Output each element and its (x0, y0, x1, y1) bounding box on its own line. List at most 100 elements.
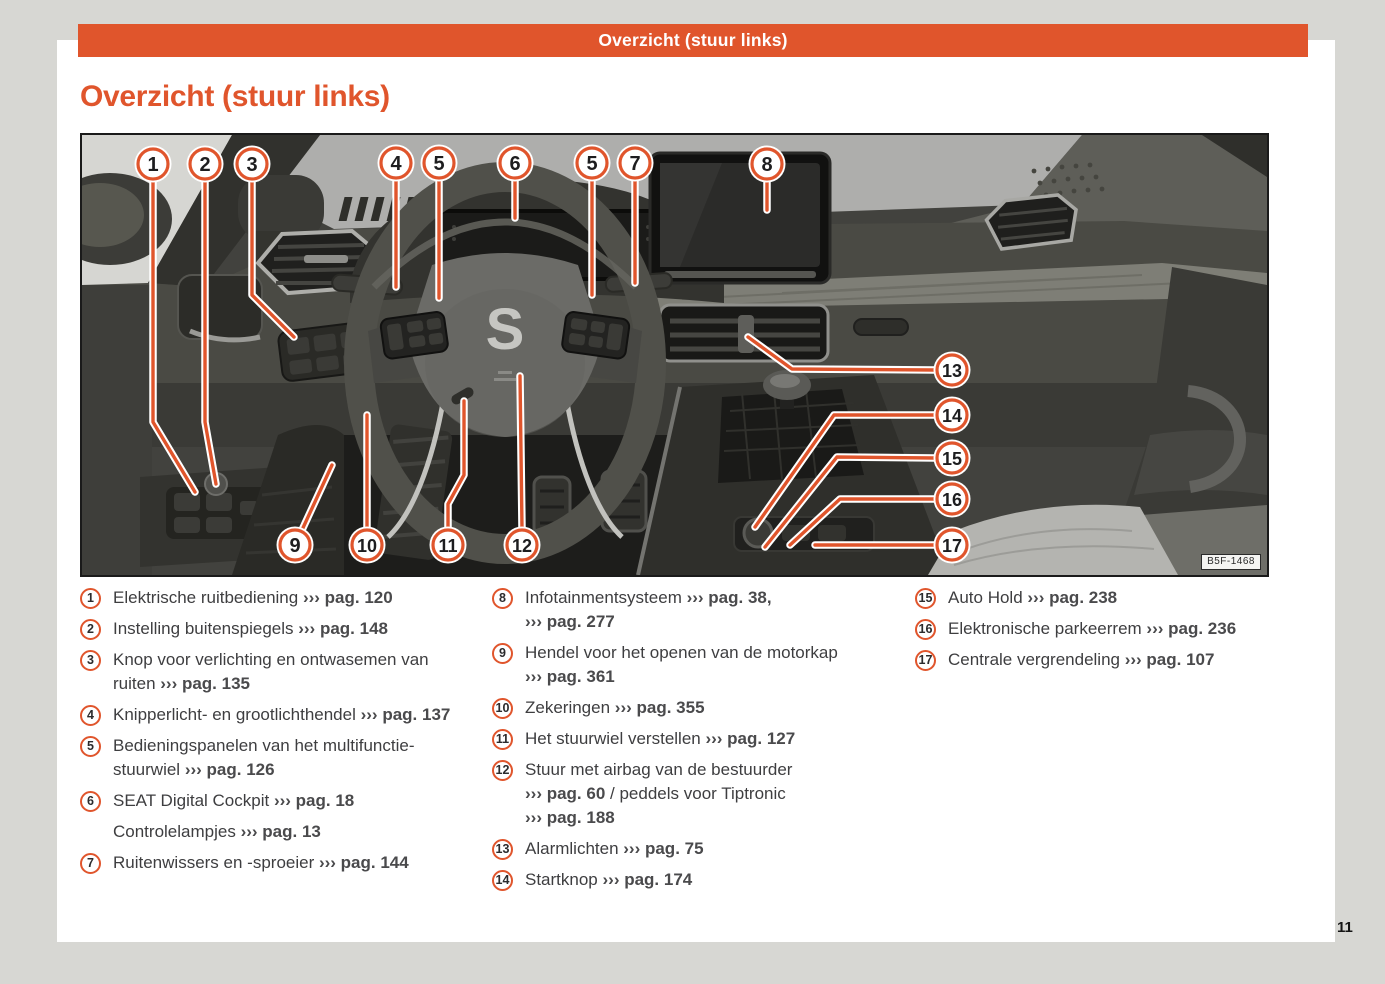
legend-item-text: Knipperlicht- en grootlichthendel ››› pa… (113, 705, 451, 724)
legend-item-13: 13 Alarmlichten ››› pag. 75 (492, 837, 874, 861)
wheel-buttons-right (561, 311, 631, 360)
page-reference: ››› pag. 361 (525, 667, 615, 686)
legend-item-text: Controlelampjes ››› pag. 13 (113, 822, 321, 841)
callout-number: 6 (509, 153, 520, 175)
leader-line-12 (518, 374, 524, 530)
callout-16: 16 (933, 480, 971, 518)
legend-item-11: 11 Het stuurwiel verstellen ››› pag. 127 (492, 727, 874, 751)
legend-number-badge: 1 (80, 588, 101, 609)
leader-line-9 (300, 463, 334, 532)
glovebox-handle (853, 318, 909, 336)
callout-9: 9 (276, 526, 314, 564)
leader-line-1 (151, 179, 197, 494)
page-reference: ››› pag. 75 (623, 839, 704, 858)
callout-15: 15 (933, 439, 971, 477)
legend-item-continuation: Controlelampjes ››› pag. 13 (80, 820, 462, 844)
callout-number: 17 (942, 536, 962, 556)
legend-item-text: Infotainmentsysteem ››› pag. 38,››› pag.… (525, 588, 772, 631)
page-reference: ››› pag. 188 (525, 808, 615, 827)
legend-number-badge: 10 (492, 698, 513, 719)
callout-number: 5 (586, 153, 597, 175)
legend-item-2: 2 Instelling buitenspiegels ››› pag. 148 (80, 617, 462, 641)
a-pillar (148, 135, 320, 287)
legend-number-badge: 2 (80, 619, 101, 640)
legend-item-16: 16 Elektronische parkeerrem ››› pag. 236 (915, 617, 1275, 641)
legend-item-8: 8 Infotainmentsysteem ››› pag. 38,››› pag… (492, 586, 874, 634)
legend-number-badge: 8 (492, 588, 513, 609)
legend-number-badge: 16 (915, 619, 936, 640)
right-pillar (1202, 135, 1267, 177)
page-reference: ››› pag. 236 (1146, 619, 1237, 638)
callout-number: 1 (147, 154, 158, 176)
legend-item-text: Knop voor verlichting en ontwasemen van … (113, 650, 429, 693)
page-reference: ››› pag. 60 (525, 784, 606, 803)
legend-number-badge: 9 (492, 643, 513, 664)
legend-item-text: Hendel voor het openen van de motorkap››… (525, 643, 838, 686)
legend-item-text: Alarmlichten ››› pag. 75 (525, 839, 704, 858)
leader-line-2 (203, 179, 218, 486)
legend-item-text: Centrale vergrendeling ››› pag. 107 (948, 650, 1215, 669)
infotainment-screen (648, 151, 832, 285)
legend-number-badge: 7 (80, 853, 101, 874)
legend-item-9: 9 Hendel voor het openen van de motorkap›… (492, 641, 874, 689)
callout-13: 13 (933, 351, 971, 389)
page-reference: ››› pag. 135 (160, 674, 250, 693)
callout-number: 5 (433, 153, 444, 175)
leader-line-13 (746, 335, 937, 372)
wheel-buttons-left (379, 311, 449, 360)
legend-item-text: SEAT Digital Cockpit ››› pag. 18 (113, 791, 355, 810)
page-reference: ››› pag. 148 (298, 619, 388, 638)
legend-item-4: 4 Knipperlicht- en grootlichthendel ››› p… (80, 703, 462, 727)
callout-4: 4 (377, 144, 415, 182)
legend-item-17: 17 Centrale vergrendeling ››› pag. 107 (915, 648, 1275, 672)
legend-item-text: Instelling buitenspiegels ››› pag. 148 (113, 619, 388, 638)
page-reference: ››› pag. 126 (184, 760, 275, 779)
driver-seat-bolster (232, 425, 344, 575)
callout-5: 5 (573, 144, 611, 182)
legend-number-badge: 13 (492, 839, 513, 860)
legend-number-badge: 11 (492, 729, 513, 750)
legend-number-badge: 17 (915, 650, 936, 671)
legend-item-text: Startknop ››› pag. 174 (525, 870, 693, 889)
seat-headrest (238, 175, 324, 241)
auto-hold-switch (818, 525, 846, 541)
page-title: Overzicht (stuur links) (80, 80, 390, 113)
page-reference: ››› pag. 120 (302, 588, 393, 607)
wood-trim (657, 263, 1267, 309)
leader-line-11 (446, 399, 466, 530)
figure-code: B5F-1468 (1201, 554, 1261, 570)
page-reference: ››› pag. 355 (614, 698, 705, 717)
seat-logo: S (486, 297, 525, 362)
callout-leader-lines (149, 176, 939, 551)
legend-item-text: Het stuurwiel verstellen ››› pag. 127 (525, 729, 796, 748)
callout-number: 14 (942, 406, 962, 426)
callout-6: 6 (496, 144, 534, 182)
legend-number-badge: 15 (915, 588, 936, 609)
speaker-grille (1031, 162, 1105, 198)
callout-10: 10 (348, 526, 386, 564)
column-adjust-lever (451, 387, 474, 405)
center-air-vents (658, 303, 830, 363)
legend-number-badge: 4 (80, 705, 101, 726)
legend-item-text: Ruitenwissers en -sproeier ››› pag. 144 (113, 853, 409, 872)
callout-number: 11 (438, 536, 457, 556)
leader-line-15 (763, 455, 937, 549)
legend-item-text: Elektrische ruitbediening ››› pag. 120 (113, 588, 393, 607)
legend-column-2: 8 Infotainmentsysteem ››› pag. 38,››› pag… (492, 586, 874, 899)
callout-number: 15 (942, 449, 962, 469)
page-reference: ››› pag. 144 (318, 853, 409, 872)
legend-number-badge: 12 (492, 760, 513, 781)
legend-item-1: 1 Elektrische ruitbediening ››› pag. 120 (80, 586, 462, 610)
page-reference: ››› pag. 18 (273, 791, 355, 810)
legend-item-text: Elektronische parkeerrem ››› pag. 236 (948, 619, 1237, 638)
legend-number-badge: 3 (80, 650, 101, 671)
callout-5: 5 (420, 144, 458, 182)
page-reference: ››› pag. 38, (686, 588, 772, 607)
page-reference: ››› pag. 137 (360, 705, 451, 724)
